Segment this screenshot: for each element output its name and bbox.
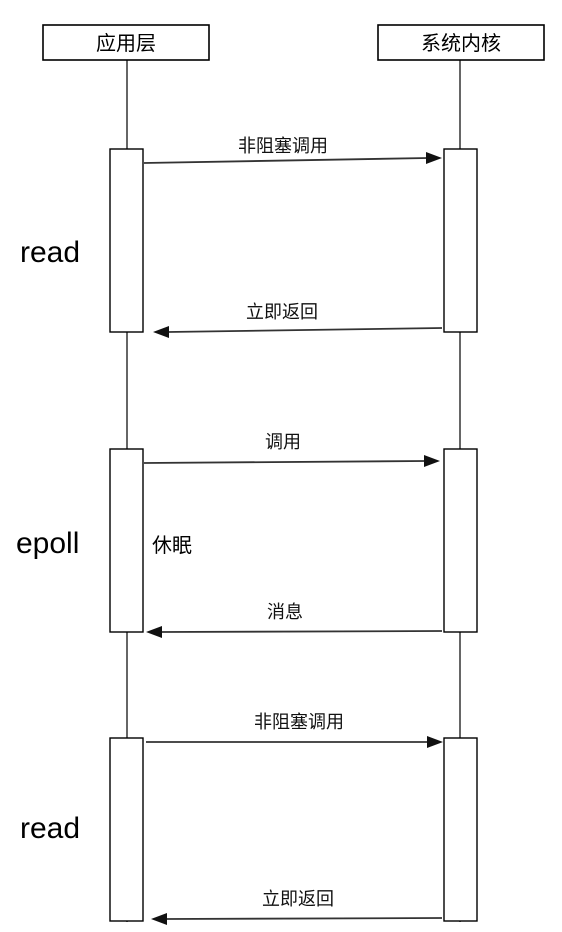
epoll-notify-label: 消息 bbox=[267, 602, 303, 623]
epoll-sleep-note: 休眠 bbox=[152, 533, 192, 557]
read2-return-label: 立即返回 bbox=[262, 889, 334, 910]
epoll-call-arrowhead bbox=[424, 455, 440, 467]
read1-return-arrowhead bbox=[153, 326, 169, 338]
app-activation-read2 bbox=[109, 737, 144, 922]
read1-call-arrowhead bbox=[426, 152, 442, 164]
epoll-notify-arrow bbox=[160, 630, 443, 633]
phase-label-read2: read bbox=[20, 812, 80, 845]
kernel-participant-box bbox=[377, 24, 545, 61]
kernel-participant-label: 系统内核 bbox=[421, 31, 501, 55]
kernel-activation-read1 bbox=[443, 148, 478, 333]
read1-return-arrow bbox=[167, 327, 443, 333]
read1-call-arrow bbox=[143, 157, 429, 164]
read2-return-arrowhead bbox=[151, 913, 167, 925]
kernel-activation-epoll bbox=[443, 448, 478, 633]
phase-label-epoll: epoll bbox=[16, 527, 79, 560]
read2-return-arrow bbox=[165, 917, 443, 920]
app-activation-read1 bbox=[109, 148, 144, 333]
app-activation-epoll bbox=[109, 448, 144, 633]
read1-return-label: 立即返回 bbox=[246, 302, 318, 323]
app-participant-label: 应用层 bbox=[96, 31, 156, 55]
app-participant-box bbox=[42, 24, 210, 61]
read1-call-label: 非阻塞调用 bbox=[238, 136, 328, 157]
kernel-activation-read2 bbox=[443, 737, 478, 922]
read2-call-arrowhead bbox=[427, 736, 443, 748]
epoll-call-label: 调用 bbox=[265, 432, 301, 453]
epoll-notify-arrowhead bbox=[146, 626, 162, 638]
epoll-call-arrow bbox=[143, 460, 426, 464]
read2-call-label: 非阻塞调用 bbox=[254, 712, 344, 733]
phase-label-read1: read bbox=[20, 236, 80, 269]
